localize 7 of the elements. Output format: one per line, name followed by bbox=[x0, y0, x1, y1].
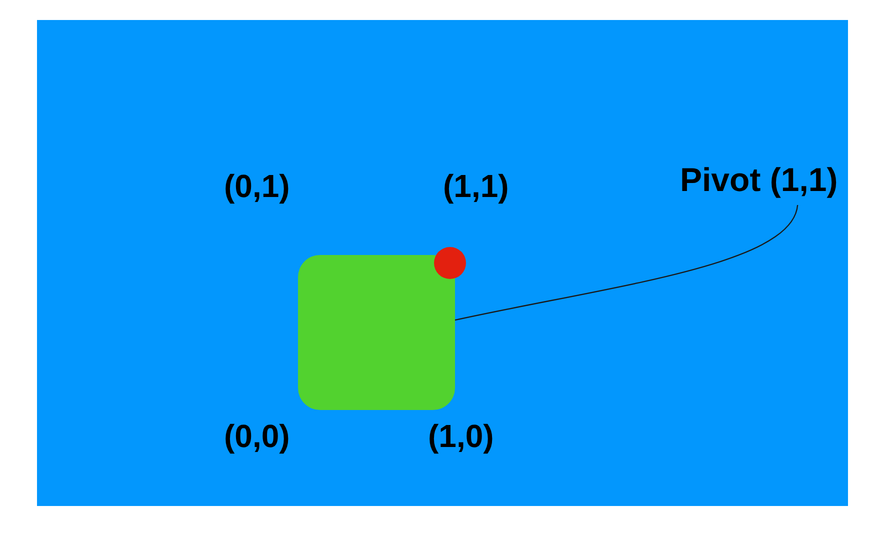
coordinate-label: (0,1) bbox=[224, 170, 290, 202]
leader-line bbox=[454, 204, 798, 321]
coordinate-label: (1,0) bbox=[428, 420, 494, 452]
coordinate-label: (0,0) bbox=[224, 420, 290, 452]
coordinate-label: (1,1) bbox=[443, 170, 509, 202]
rounded-square bbox=[298, 255, 455, 410]
callout-label: Pivot (1,1) bbox=[680, 163, 838, 196]
